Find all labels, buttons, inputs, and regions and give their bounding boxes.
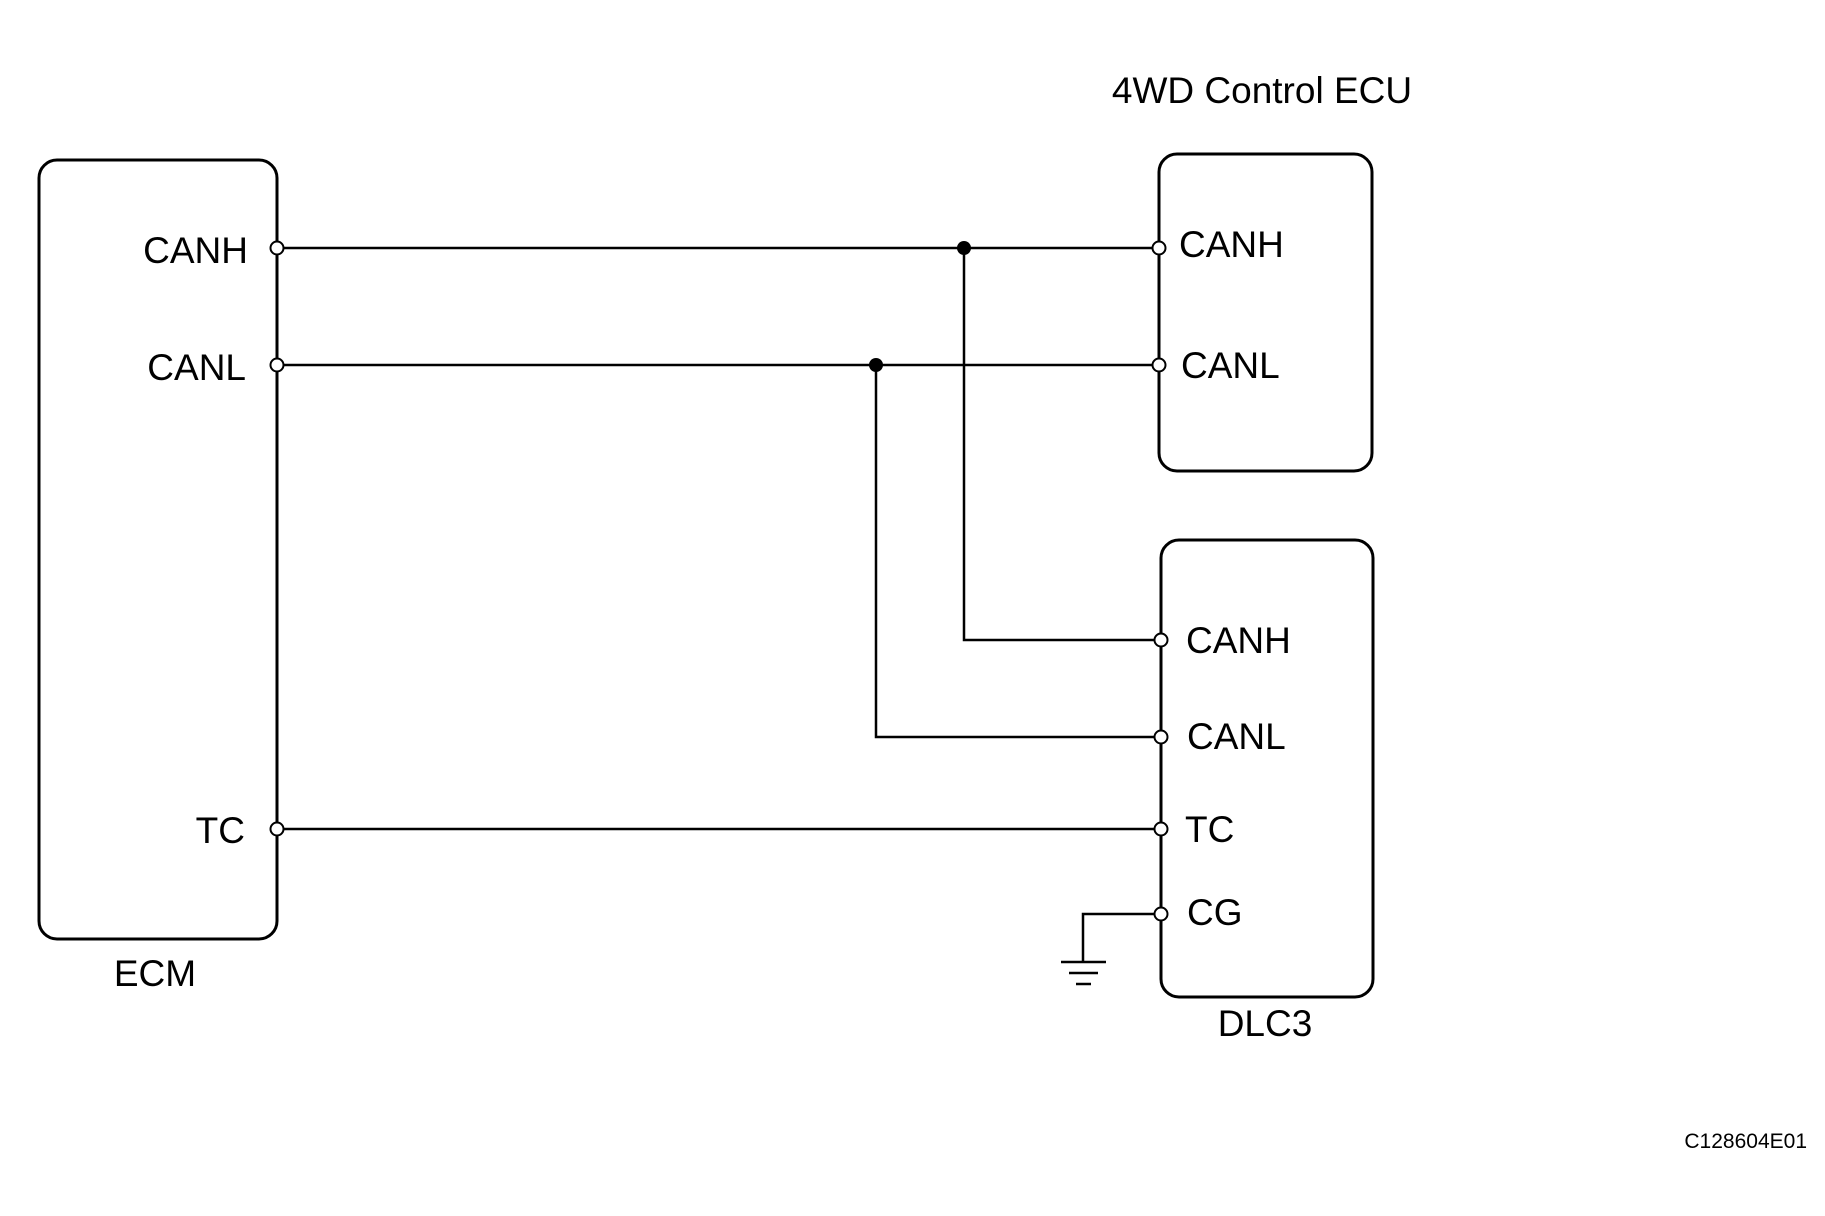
junction-canh <box>957 241 971 255</box>
ecu-pin-label-canh: CANH <box>1179 224 1284 265</box>
dlc3-box <box>1159 538 1375 999</box>
ecm-pin-label-tc: TC <box>196 810 245 851</box>
dlc3-pin-canl <box>1153 729 1169 745</box>
ecm-name: ECM <box>114 953 196 994</box>
wires <box>283 246 1155 962</box>
dlc3-pin-cg <box>1153 906 1169 922</box>
figure-code: C128604E01 <box>1684 1130 1807 1153</box>
junction-canl <box>869 358 883 372</box>
ecu-pin-canh <box>1151 240 1167 256</box>
dlc3-pin-label-canh: CANH <box>1186 620 1291 661</box>
wire-canl-branch <box>874 365 1155 739</box>
dlc3-pin-canh <box>1153 632 1169 648</box>
control-ecu-name: 4WD Control ECU <box>1112 70 1412 111</box>
ecm-pin-label-canh: CANH <box>143 230 248 271</box>
dlc3-pin-label-cg: CG <box>1187 892 1243 933</box>
control-ecu-box <box>1157 152 1374 473</box>
ecm-pin-label-canl: CANL <box>147 347 246 388</box>
ecm-pin-canh <box>269 240 285 256</box>
ecm-box <box>37 158 279 941</box>
ground-icon <box>1061 960 1106 986</box>
ecu-pin-canl <box>1151 357 1167 373</box>
ecm-pin-tc <box>269 821 285 837</box>
dlc3-pin-tc <box>1153 821 1169 837</box>
wire-canh-branch <box>962 248 1155 642</box>
wire-cg-ground <box>1081 912 1155 962</box>
dlc3-name: DLC3 <box>1218 1003 1313 1044</box>
ecu-pin-label-canl: CANL <box>1181 345 1280 386</box>
ecm-pin-canl <box>269 357 285 373</box>
dlc3-pin-label-tc: TC <box>1185 809 1234 850</box>
dlc3-pin-label-canl: CANL <box>1187 716 1286 757</box>
